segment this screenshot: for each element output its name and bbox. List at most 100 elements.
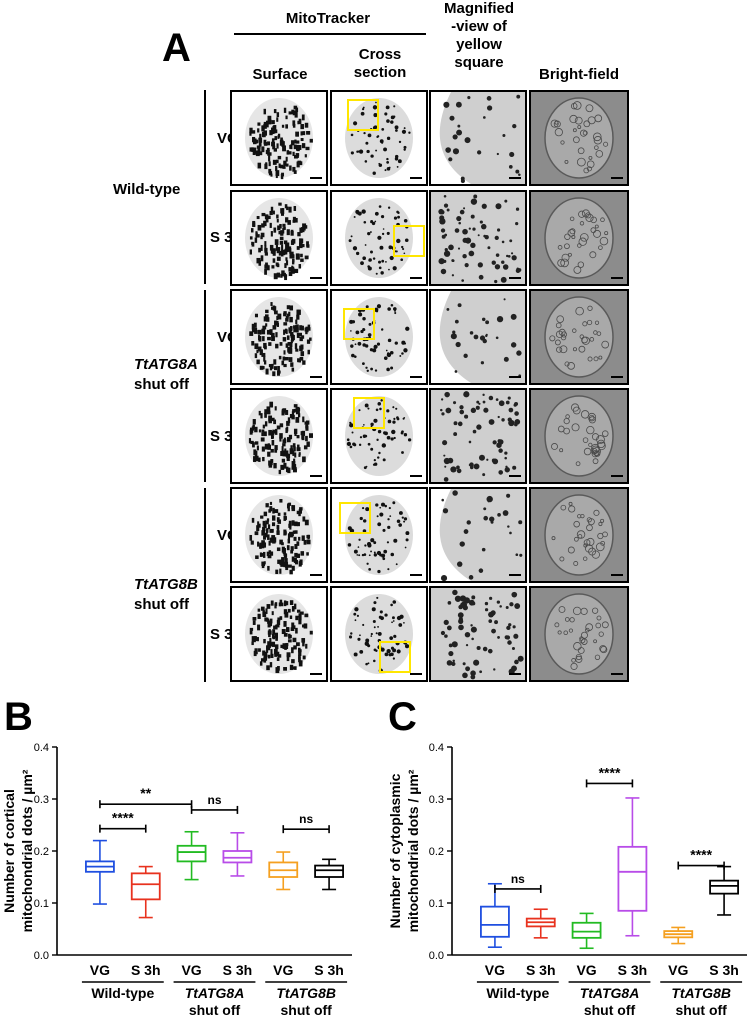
mitochondrion-dot	[457, 421, 463, 427]
mitochondrion-dot	[283, 550, 286, 555]
mitochondrion-dot	[270, 206, 274, 213]
mitochondrion-dot	[446, 660, 453, 666]
mitochondrion-dot	[280, 644, 285, 649]
mitochondrion-dot	[293, 428, 298, 435]
mitochondrion-dot	[358, 312, 363, 317]
mitochondrion-dot	[279, 423, 284, 428]
mitochondrion-dot	[444, 247, 448, 252]
box	[176, 844, 207, 863]
mitochondrion-dot	[261, 146, 265, 153]
mitochondrion-dot	[452, 659, 455, 663]
mitochondrion-dot	[301, 143, 306, 149]
vacuole	[567, 546, 575, 554]
mitochondrion-dot	[303, 623, 308, 629]
mitochondrion-dot	[266, 604, 271, 609]
mitochondrion-dot	[285, 601, 289, 606]
mitochondrion-dot	[482, 473, 486, 477]
mitochondrion-dot	[285, 466, 289, 473]
mitochondrion-dot	[289, 255, 292, 259]
mitochondrion-dot	[271, 432, 274, 438]
vacuole	[582, 321, 588, 327]
mitochondrion-dot	[306, 539, 311, 545]
mitochondrion-dot	[395, 407, 398, 410]
mitochondrion-dot	[275, 173, 278, 179]
mitochondrion-dot	[403, 348, 408, 353]
mitochondrion-dot	[304, 255, 309, 260]
mitochondrion-dot	[288, 311, 291, 317]
mitochondrion-dot	[267, 451, 271, 457]
mitochondrion-dot	[288, 327, 293, 332]
mitochondrion-dot	[291, 414, 295, 420]
mitochondrion-dot	[281, 458, 286, 463]
mitochondrion-dot	[263, 511, 268, 517]
mitochondrion-dot	[292, 110, 297, 116]
group-label-line2: shut off	[584, 1002, 636, 1018]
mitochondrion-dot	[263, 655, 268, 661]
mitochondrion-dot	[491, 260, 496, 265]
vacuole	[596, 439, 606, 449]
mitochondrion-dot	[461, 279, 465, 282]
mitochondrion-dot	[488, 395, 494, 401]
mitochondrion-dot	[251, 517, 255, 523]
mitochondrion-dot	[276, 529, 280, 534]
mitochondrion-dot	[257, 329, 262, 335]
mitochondrion-dot	[263, 342, 267, 349]
mitochondrion-dot	[255, 139, 259, 144]
mitochondrion-dot	[443, 101, 450, 108]
mitochondrion-dot	[403, 517, 408, 521]
mitochondrion-dot	[383, 549, 388, 554]
mitochondrion-dot	[393, 417, 396, 420]
mitochondrion-dot	[296, 314, 300, 320]
mitochondrion-dot	[264, 421, 268, 427]
mitochondrion-dot	[403, 433, 408, 437]
mitochondrion-dot	[465, 666, 471, 672]
mitochondrion-dot	[354, 343, 357, 346]
mitochondrion-dot	[374, 307, 379, 312]
mitochondrion-dot	[504, 451, 508, 455]
mitochondrion-dot	[292, 637, 297, 643]
mitochondrion-dot	[398, 140, 402, 144]
mitochondrion-dot	[269, 662, 273, 668]
mitochondrion-dot	[509, 531, 512, 535]
mitochondrion-dot	[257, 608, 261, 612]
mitochondrion-dot	[365, 638, 370, 643]
mitochondrion-dot	[468, 575, 474, 580]
mitochondrion-dot	[289, 413, 293, 419]
mitochondrion-dot	[511, 591, 518, 598]
vacuole	[599, 236, 609, 246]
mitochondrion-dot	[390, 120, 394, 124]
mitochondrion-dot	[463, 207, 466, 210]
mitochondrion-dot	[380, 215, 385, 219]
vacuole	[573, 561, 579, 566]
mitochondrion-dot	[370, 221, 373, 224]
mitochondrion-dot	[261, 223, 265, 228]
mitochondrion-dot	[372, 619, 376, 624]
mitochondrion-dot	[272, 515, 276, 521]
mitochondrion-dot	[383, 356, 388, 360]
mitochondrion-dot	[388, 166, 391, 169]
mitochondrion-dot	[279, 539, 283, 545]
mitochondrion-dot	[261, 446, 265, 452]
mitochondrion-dot	[262, 551, 266, 558]
micrograph-surface	[230, 586, 328, 682]
mitochondrion-dot	[396, 649, 401, 654]
mitochondrion-dot	[295, 107, 299, 113]
mitochondrion-dot	[267, 622, 271, 628]
mitochondrion-dot	[440, 398, 444, 401]
mitochondrion-dot	[283, 462, 287, 469]
mitochondrion-dot	[373, 626, 376, 629]
mitochondrion-dot	[270, 231, 273, 237]
mitochondrion-dot	[379, 245, 384, 250]
mitochondrion-dot	[296, 510, 301, 515]
mitochondrion-dot	[482, 393, 485, 397]
mitochondrion-dot	[387, 568, 390, 571]
mitochondrion-dot	[405, 326, 410, 331]
category-label: S 3h	[618, 962, 648, 978]
category-label: S 3h	[314, 962, 344, 978]
mitochondrion-dot	[275, 262, 279, 267]
mitochondrion-dot	[283, 512, 287, 516]
mitochondrion-dot	[364, 544, 367, 547]
mitochondrion-dot	[255, 455, 259, 462]
mitochondrion-dot	[386, 367, 390, 372]
mitochondrion-dot	[285, 260, 289, 266]
